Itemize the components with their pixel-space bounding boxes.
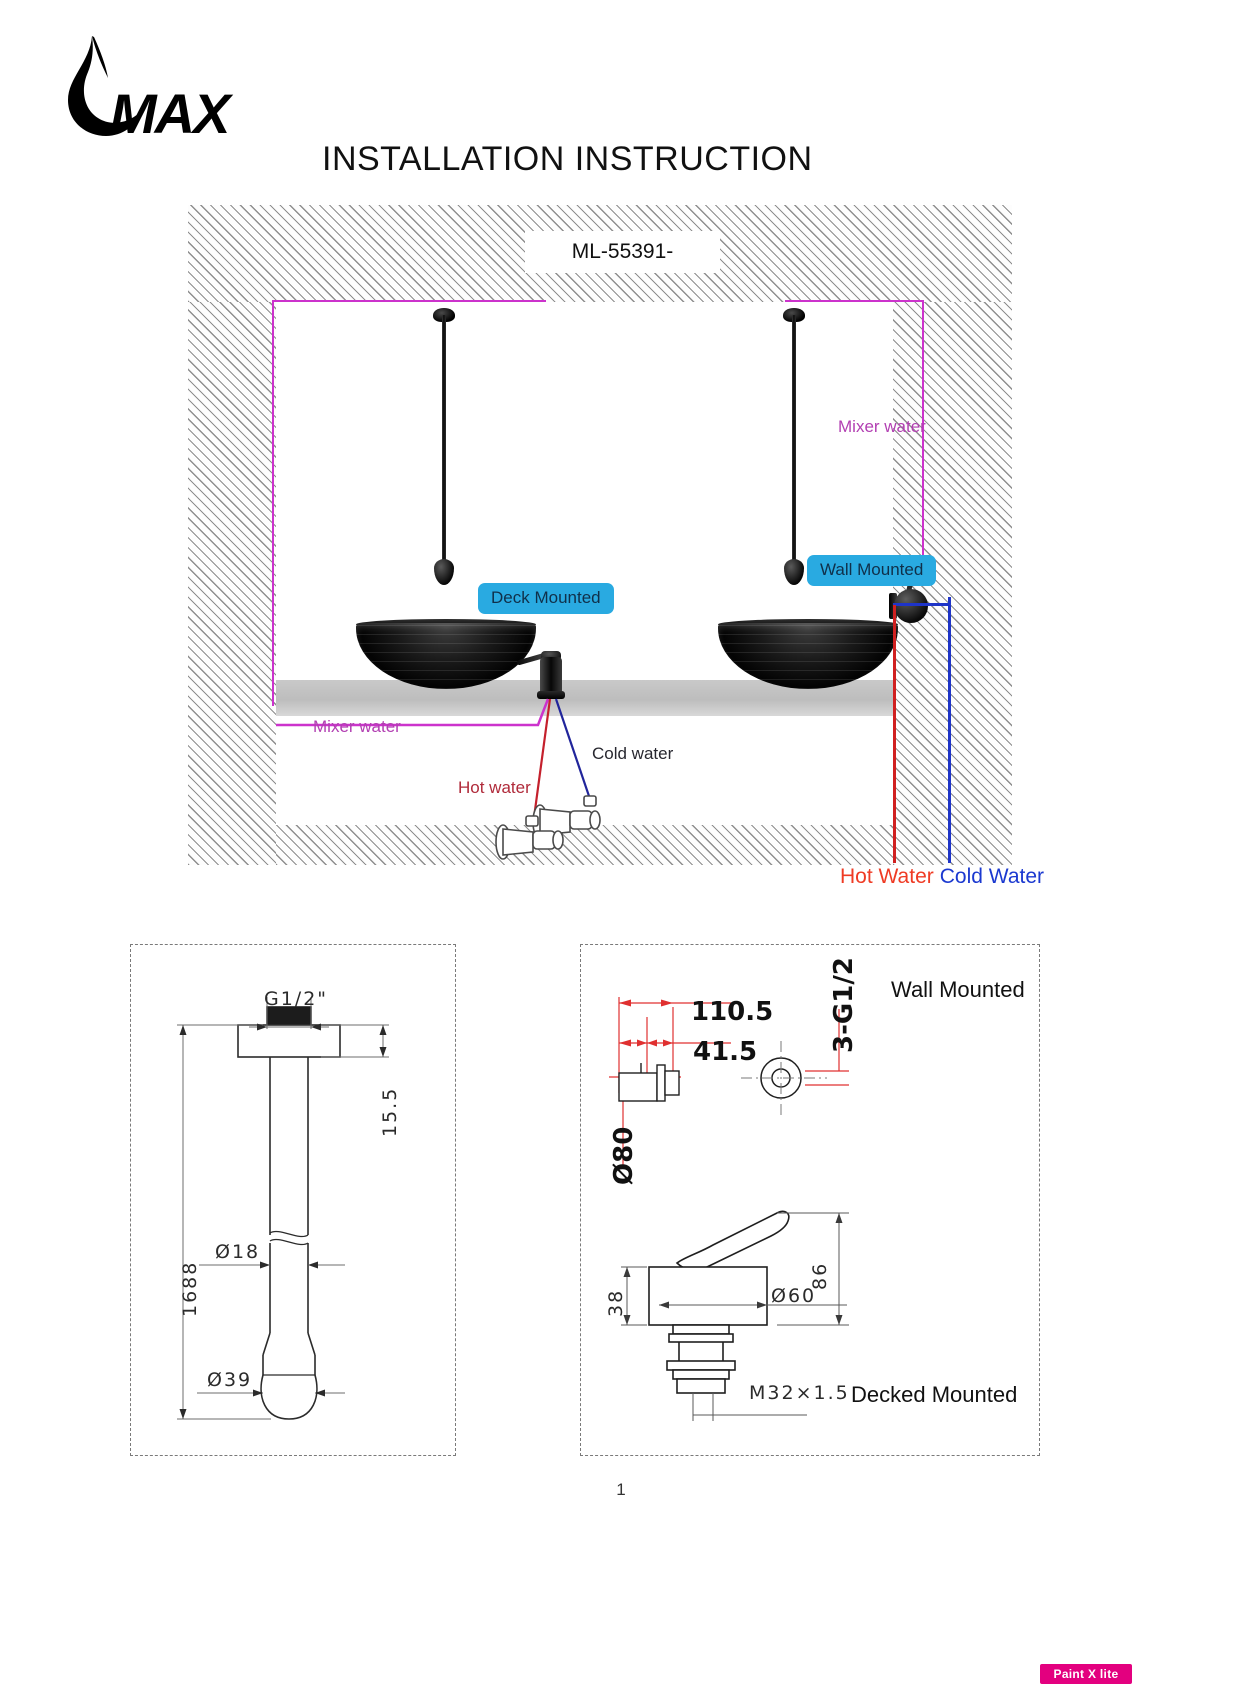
dim-width-inner: 41.5 <box>693 1037 758 1067</box>
pill-deck-mounted: Deck Mounted <box>478 583 614 614</box>
dim-width-outer: 110.5 <box>691 997 774 1027</box>
ceiling-spout-drawing <box>177 997 389 1420</box>
wall-supply-crossover <box>893 603 951 606</box>
water-drop-icon <box>68 36 140 136</box>
label-decked-mounted: Decked Mounted <box>851 1382 1018 1407</box>
mixer-drawings <box>609 997 849 1421</box>
legend-hot-water: Hot Water <box>840 865 934 888</box>
mixer-body <box>540 657 562 695</box>
mixer-cap <box>541 651 561 661</box>
installation-scene: ML-55391- <box>188 205 1012 865</box>
legend-cold-water: Cold Water <box>939 865 1045 888</box>
mixer-base <box>537 691 565 699</box>
wall-hatch-bottom <box>276 825 893 865</box>
drawing-panel-mixers: 110.5 41.5 3-G1/2 Ø80 38 86 Ø60 M32×1.5 … <box>580 944 1040 1456</box>
brand-name: MAX <box>110 82 230 145</box>
dim-plate-diameter: Ø80 <box>609 1126 639 1185</box>
label-mixer-water-right: Mixer water <box>838 417 926 436</box>
spout-stem <box>442 315 446 565</box>
page-number: 1 <box>616 1480 626 1499</box>
pill-wall-mounted: Wall Mounted <box>807 555 937 586</box>
hot-line-deck <box>531 698 552 826</box>
spout-outlet <box>784 559 804 585</box>
dim-body-height: 38 <box>605 1288 627 1317</box>
dim-thread-g12: G1/2" <box>264 988 329 1010</box>
angle-valve-hot <box>495 815 564 860</box>
dim-total-length: 1688 <box>179 1260 201 1317</box>
basin-left <box>356 623 536 689</box>
mixer-knob <box>894 589 928 623</box>
label-wall-mounted: Wall Mounted <box>891 977 1025 1002</box>
page-title: INSTALLATION INSTRUCTION <box>322 140 813 178</box>
wall-hatch-right <box>893 302 1012 865</box>
supply-line-overlay <box>276 698 601 860</box>
spout-outlet <box>434 559 454 585</box>
dim-ports-3g12: 3-G1/2 <box>829 957 859 1053</box>
ceiling-spout-right <box>783 308 805 590</box>
label-cold-water: Cold water <box>592 744 674 763</box>
dim-tube-diameter: Ø18 <box>215 1241 261 1263</box>
dim-flange-height: 15.5 <box>379 1086 401 1137</box>
wall-hatch-left <box>188 302 276 865</box>
ceiling-spout-left <box>433 308 455 590</box>
basin-right <box>718 623 898 689</box>
model-number-badge: ML-55391- <box>525 231 720 273</box>
brand-logo <box>62 28 272 148</box>
cold-supply-line-right <box>948 597 951 863</box>
deck-mounted-mixer <box>516 645 568 701</box>
drawing-panel-ceiling-spout: G1/2" 15.5 1688 Ø18 Ø39 <box>130 944 456 1456</box>
dim-shank-thread: M32×1.5 <box>749 1382 850 1404</box>
watermark-badge: Paint X lite <box>1040 1664 1132 1684</box>
label-mixer-water-left: Mixer water <box>313 717 401 736</box>
mixer-pipe-right <box>785 300 924 570</box>
dim-spout-diameter: Ø39 <box>207 1369 253 1391</box>
mixer-line-deck <box>276 698 550 727</box>
mixer-pipe-left <box>272 300 546 706</box>
spout-stem <box>792 315 796 565</box>
hot-supply-line-right <box>893 605 896 863</box>
dim-base-diameter: Ø60 <box>771 1285 817 1307</box>
cold-line-deck <box>554 698 593 803</box>
label-hot-water: Hot water <box>458 778 531 797</box>
